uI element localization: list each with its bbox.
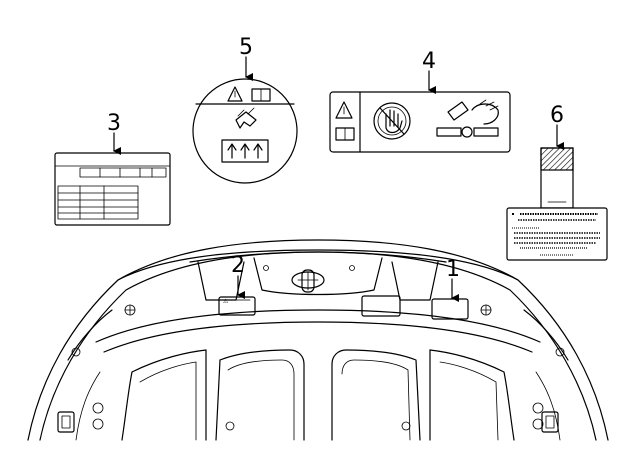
- warning-triangle-icon: [227, 86, 243, 102]
- label-5-warning-circle: [192, 78, 298, 184]
- label-4-fan-warning: [329, 91, 511, 153]
- hood-latch-icon: [291, 269, 325, 293]
- barcode-text-lines: [512, 213, 600, 256]
- label-3-info-placard: [54, 152, 171, 226]
- callout-1: 1: [446, 257, 460, 282]
- svg-text:⚠: ⚠: [223, 298, 229, 305]
- hinge-right-icon: [541, 411, 559, 433]
- bolt-right-icon: [480, 304, 492, 316]
- callout-3: 3: [107, 111, 121, 136]
- hand-and-engine-icon: [221, 107, 269, 163]
- manual-book-icon-2: [335, 127, 355, 141]
- callout-5: 5: [239, 35, 253, 60]
- manual-book-icon: [251, 88, 271, 102]
- no-hand-icon: [373, 102, 411, 140]
- callout-2: 2: [231, 253, 245, 278]
- hood-label-slot-blank: [361, 295, 401, 317]
- callout-4: 4: [422, 49, 436, 74]
- label-6-tag: [506, 147, 608, 261]
- hood-label-slot-1: [431, 298, 469, 320]
- warning-triangle-icon-2: [335, 101, 353, 119]
- hood-panel: ⚠: [27, 239, 609, 441]
- bolt-left-icon: [124, 304, 136, 316]
- callout-6: 6: [550, 103, 564, 128]
- callout-arrows: [113, 56, 564, 302]
- fan-belt-hand-icon: [436, 99, 499, 138]
- hinge-left-icon: [57, 411, 75, 433]
